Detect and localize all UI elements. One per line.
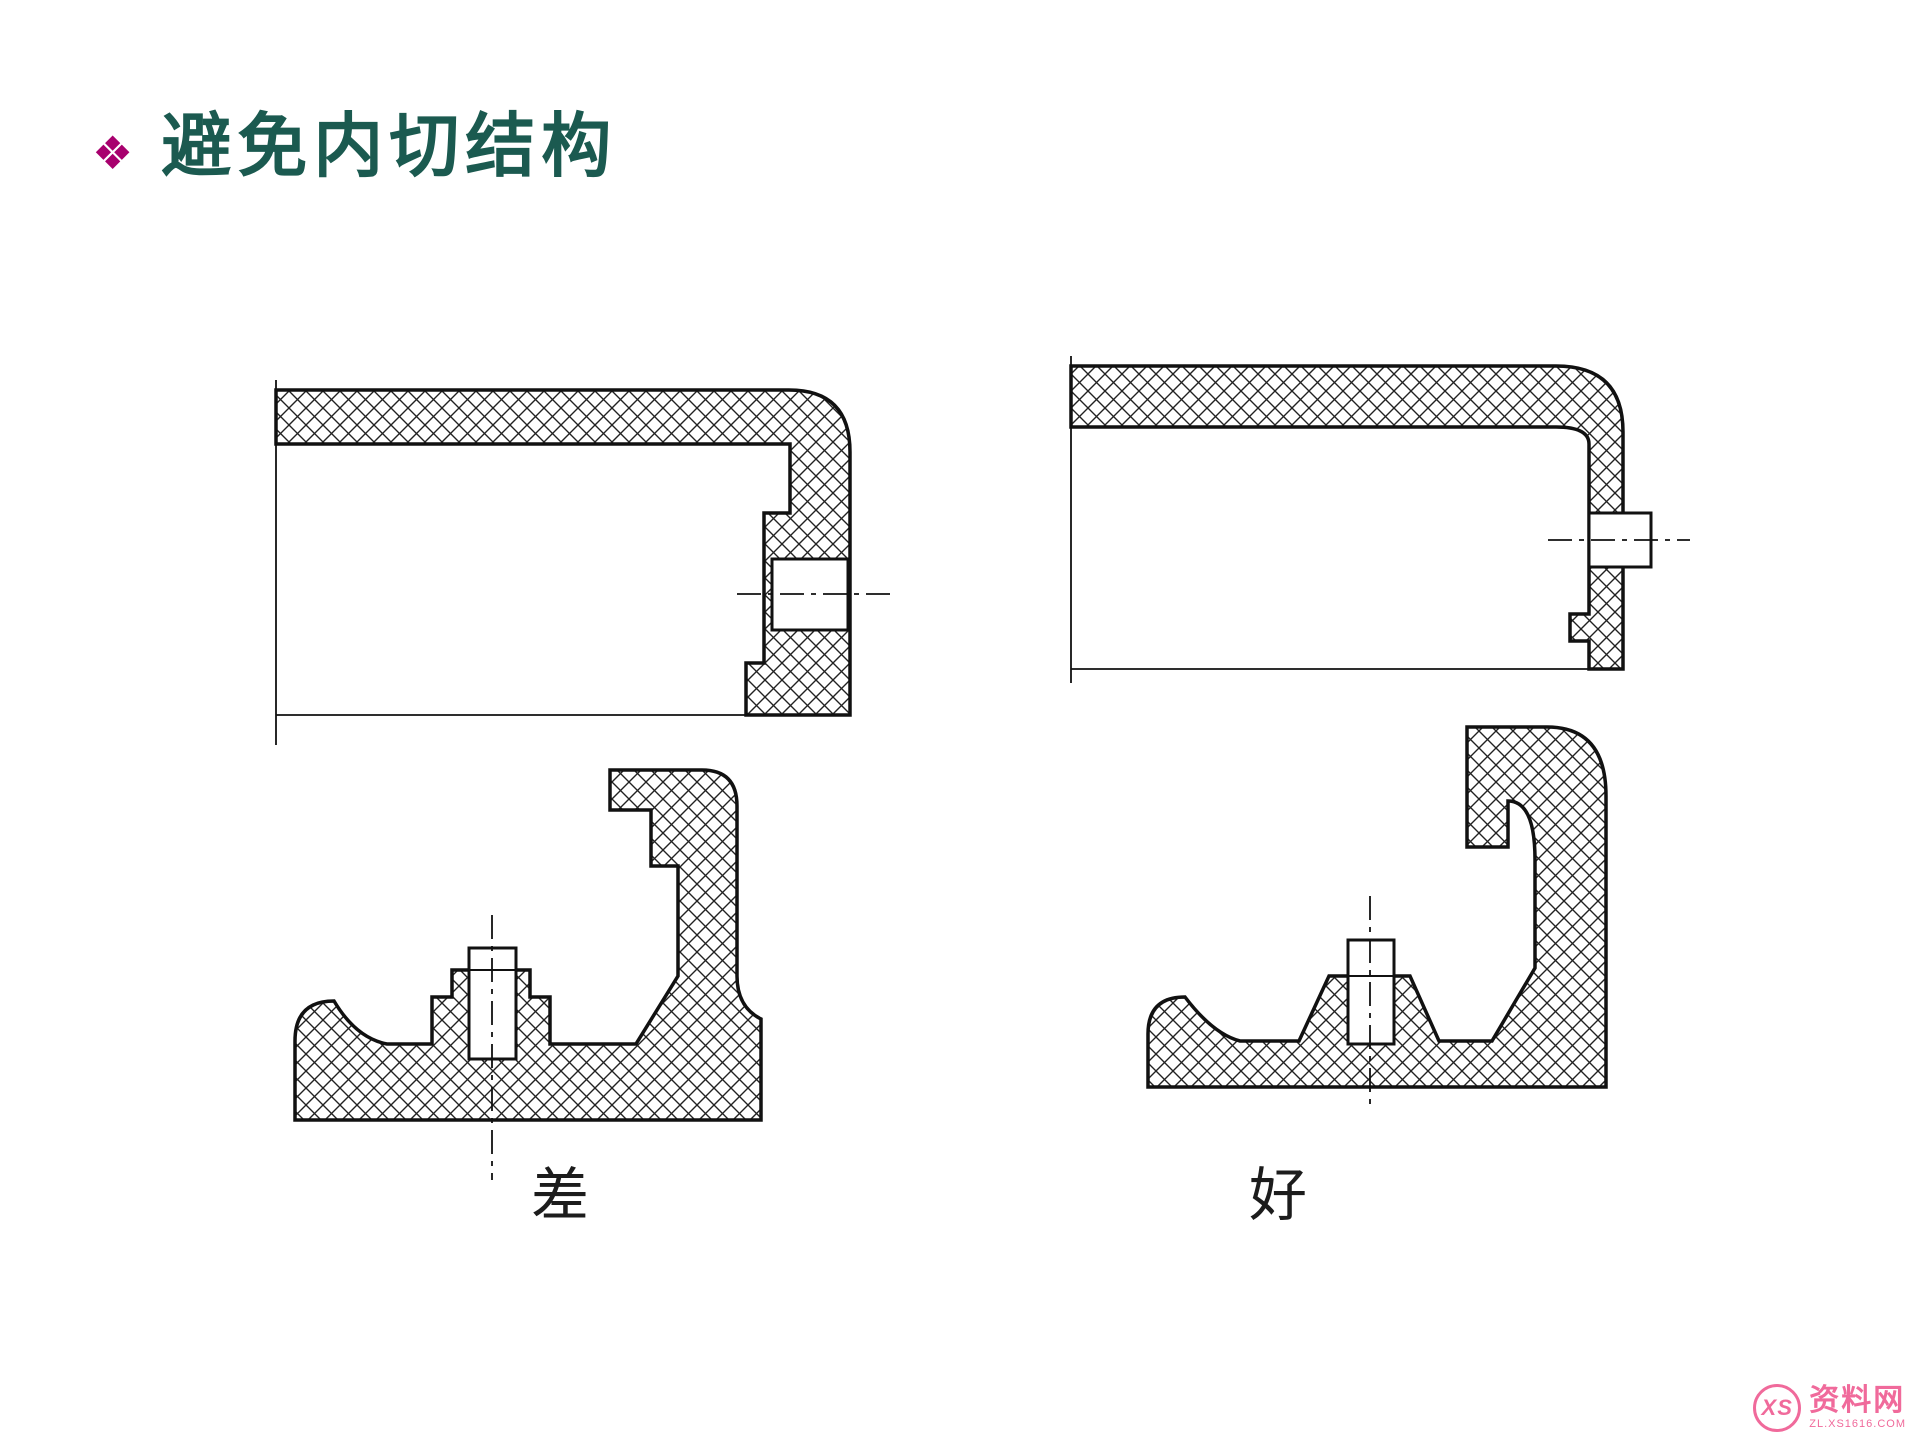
diamond-bullet-icon: ❖	[92, 126, 134, 179]
watermark-site-name: 资料网	[1809, 1384, 1906, 1418]
watermark-text: 资料网 ZL.XS1616.COM	[1809, 1385, 1906, 1430]
watermark-logo-text: XS	[1761, 1395, 1793, 1420]
label-good: 好	[1248, 1163, 1307, 1228]
figure-top-bad	[274, 380, 897, 745]
figure-bottom-bad	[293, 768, 763, 1180]
figure-bottom-good	[1146, 725, 1608, 1105]
label-bad: 差	[530, 1163, 589, 1228]
watermark-logo-icon: XS	[1753, 1384, 1802, 1432]
figure-top-good	[1069, 356, 1690, 683]
watermark-site-url: ZL.XS1616.COM	[1809, 1417, 1906, 1430]
page-title: 避免内切结构	[161, 107, 618, 185]
title-row: ❖ 避免内切结构	[92, 108, 617, 185]
watermark: XS 资料网 ZL.XS1616.COM	[1753, 1384, 1906, 1432]
